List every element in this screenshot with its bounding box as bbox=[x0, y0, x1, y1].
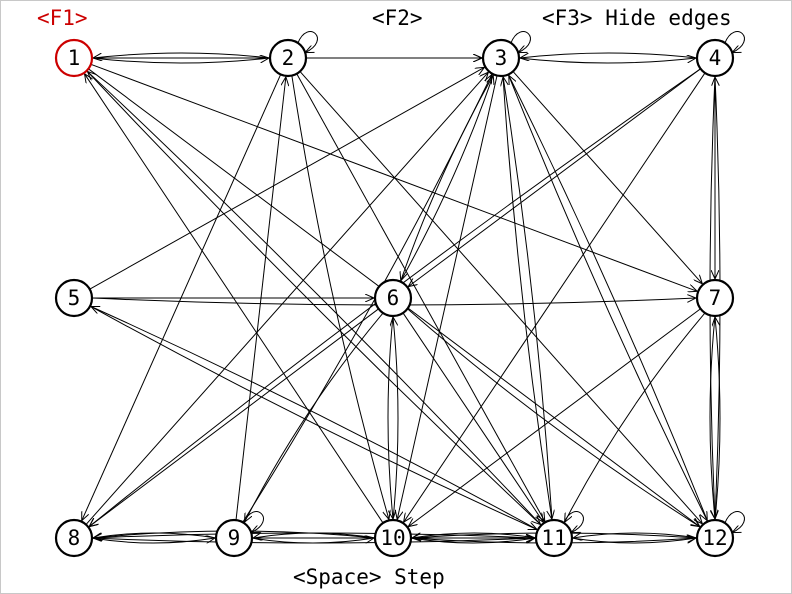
edge-9-to-10 bbox=[251, 538, 374, 544]
step-hint[interactable]: <Space> Step bbox=[293, 565, 445, 589]
edge-11-to-8 bbox=[93, 532, 537, 538]
edge-5-to-3 bbox=[89, 67, 485, 290]
edge-2-to-10 bbox=[291, 75, 389, 520]
edge-2-to-2 bbox=[297, 31, 318, 53]
node-1[interactable]: 1 bbox=[54, 38, 94, 78]
node-12-circle[interactable] bbox=[695, 518, 735, 558]
edge-11-to-5 bbox=[91, 306, 539, 531]
edge-4-to-4 bbox=[724, 31, 745, 53]
node-1-circle[interactable] bbox=[54, 38, 94, 78]
edge-11-to-10 bbox=[412, 532, 537, 538]
node-7[interactable]: 7 bbox=[695, 278, 735, 318]
edge-1-to-2 bbox=[91, 58, 269, 64]
node-6-label: 6 bbox=[387, 286, 400, 310]
node-2-circle[interactable] bbox=[268, 38, 308, 78]
node-8[interactable]: 8 bbox=[54, 518, 94, 558]
edge-3-to-3 bbox=[510, 31, 531, 53]
node-4-circle[interactable] bbox=[695, 38, 735, 78]
node-8-label: 8 bbox=[68, 526, 81, 550]
edge-3-to-7 bbox=[512, 71, 702, 283]
node-4[interactable]: 4 bbox=[695, 38, 735, 78]
edge-2-to-1 bbox=[93, 52, 271, 58]
node-4-label: 4 bbox=[709, 46, 722, 70]
node-8-circle[interactable] bbox=[54, 518, 94, 558]
edge-11-to-12 bbox=[571, 538, 696, 544]
node-3-label: 3 bbox=[495, 46, 508, 70]
node-7-circle[interactable] bbox=[695, 278, 735, 318]
node-5-label: 5 bbox=[68, 286, 81, 310]
edge-12-to-12 bbox=[724, 511, 745, 533]
node-1-label: 1 bbox=[68, 46, 81, 70]
edge-6-to-9 bbox=[244, 312, 384, 522]
edge-5-to-11 bbox=[89, 305, 537, 529]
f1-key-hint[interactable]: <F1> bbox=[37, 6, 88, 30]
edge-12-to-11 bbox=[573, 532, 698, 538]
edge-11-to-1 bbox=[87, 71, 542, 526]
node-6[interactable]: 6 bbox=[373, 278, 413, 318]
edge-6-to-3 bbox=[399, 75, 493, 282]
edge-8-to-9 bbox=[91, 538, 215, 544]
node-9[interactable]: 9 bbox=[214, 518, 254, 558]
node-2[interactable]: 2 bbox=[268, 38, 308, 78]
edge-6-to-8 bbox=[89, 308, 379, 527]
edge-7-to-12 bbox=[709, 315, 715, 519]
edge-8-to-11 bbox=[91, 538, 535, 544]
edge-3-to-10 bbox=[397, 75, 498, 520]
edge-10-to-11 bbox=[410, 538, 535, 544]
edge-10-to-6 bbox=[393, 317, 399, 521]
edge-4-to-6 bbox=[408, 68, 701, 287]
node-10-circle[interactable] bbox=[373, 518, 413, 558]
node-12[interactable]: 12 bbox=[695, 518, 735, 558]
node-11-label: 11 bbox=[541, 526, 566, 550]
edge-3-to-11 bbox=[502, 75, 552, 519]
edge-3-to-12 bbox=[507, 74, 707, 520]
edge-6-to-11 bbox=[402, 312, 543, 522]
edge-12-to-3 bbox=[509, 75, 709, 522]
edge-1-to-11 bbox=[86, 70, 541, 525]
node-12-label: 12 bbox=[702, 526, 727, 550]
edges-layer bbox=[82, 31, 745, 544]
edge-2-to-12 bbox=[299, 71, 702, 523]
node-7-label: 7 bbox=[709, 286, 722, 310]
f2-key-hint[interactable]: <F2> bbox=[372, 6, 423, 30]
node-2-label: 2 bbox=[282, 46, 295, 70]
edge-6-to-12 bbox=[407, 308, 699, 527]
node-5-circle[interactable] bbox=[54, 278, 94, 318]
hide-edges-hint[interactable]: <F3> Hide edges bbox=[542, 6, 732, 30]
node-3-circle[interactable] bbox=[481, 38, 521, 78]
edge-12-to-7 bbox=[715, 317, 721, 521]
edge-3-to-4 bbox=[518, 58, 696, 64]
edge-6-to-10 bbox=[387, 315, 393, 519]
node-9-label: 9 bbox=[228, 526, 241, 550]
edge-4-to-3 bbox=[520, 52, 698, 58]
node-9-circle[interactable] bbox=[214, 518, 254, 558]
node-3[interactable]: 3 bbox=[481, 38, 521, 78]
edge-4-to-10 bbox=[404, 72, 706, 522]
node-10-label: 10 bbox=[380, 526, 405, 550]
node-11[interactable]: 11 bbox=[534, 518, 574, 558]
node-5[interactable]: 5 bbox=[54, 278, 94, 318]
edge-7-to-11 bbox=[565, 312, 706, 522]
node-11-circle[interactable] bbox=[534, 518, 574, 558]
edge-11-to-11 bbox=[563, 511, 584, 533]
node-10[interactable]: 10 bbox=[373, 518, 413, 558]
edge-11-to-3 bbox=[503, 77, 553, 521]
edge-2-to-11 bbox=[296, 73, 545, 522]
node-6-circle[interactable] bbox=[373, 278, 413, 318]
edge-9-to-9 bbox=[243, 511, 264, 533]
